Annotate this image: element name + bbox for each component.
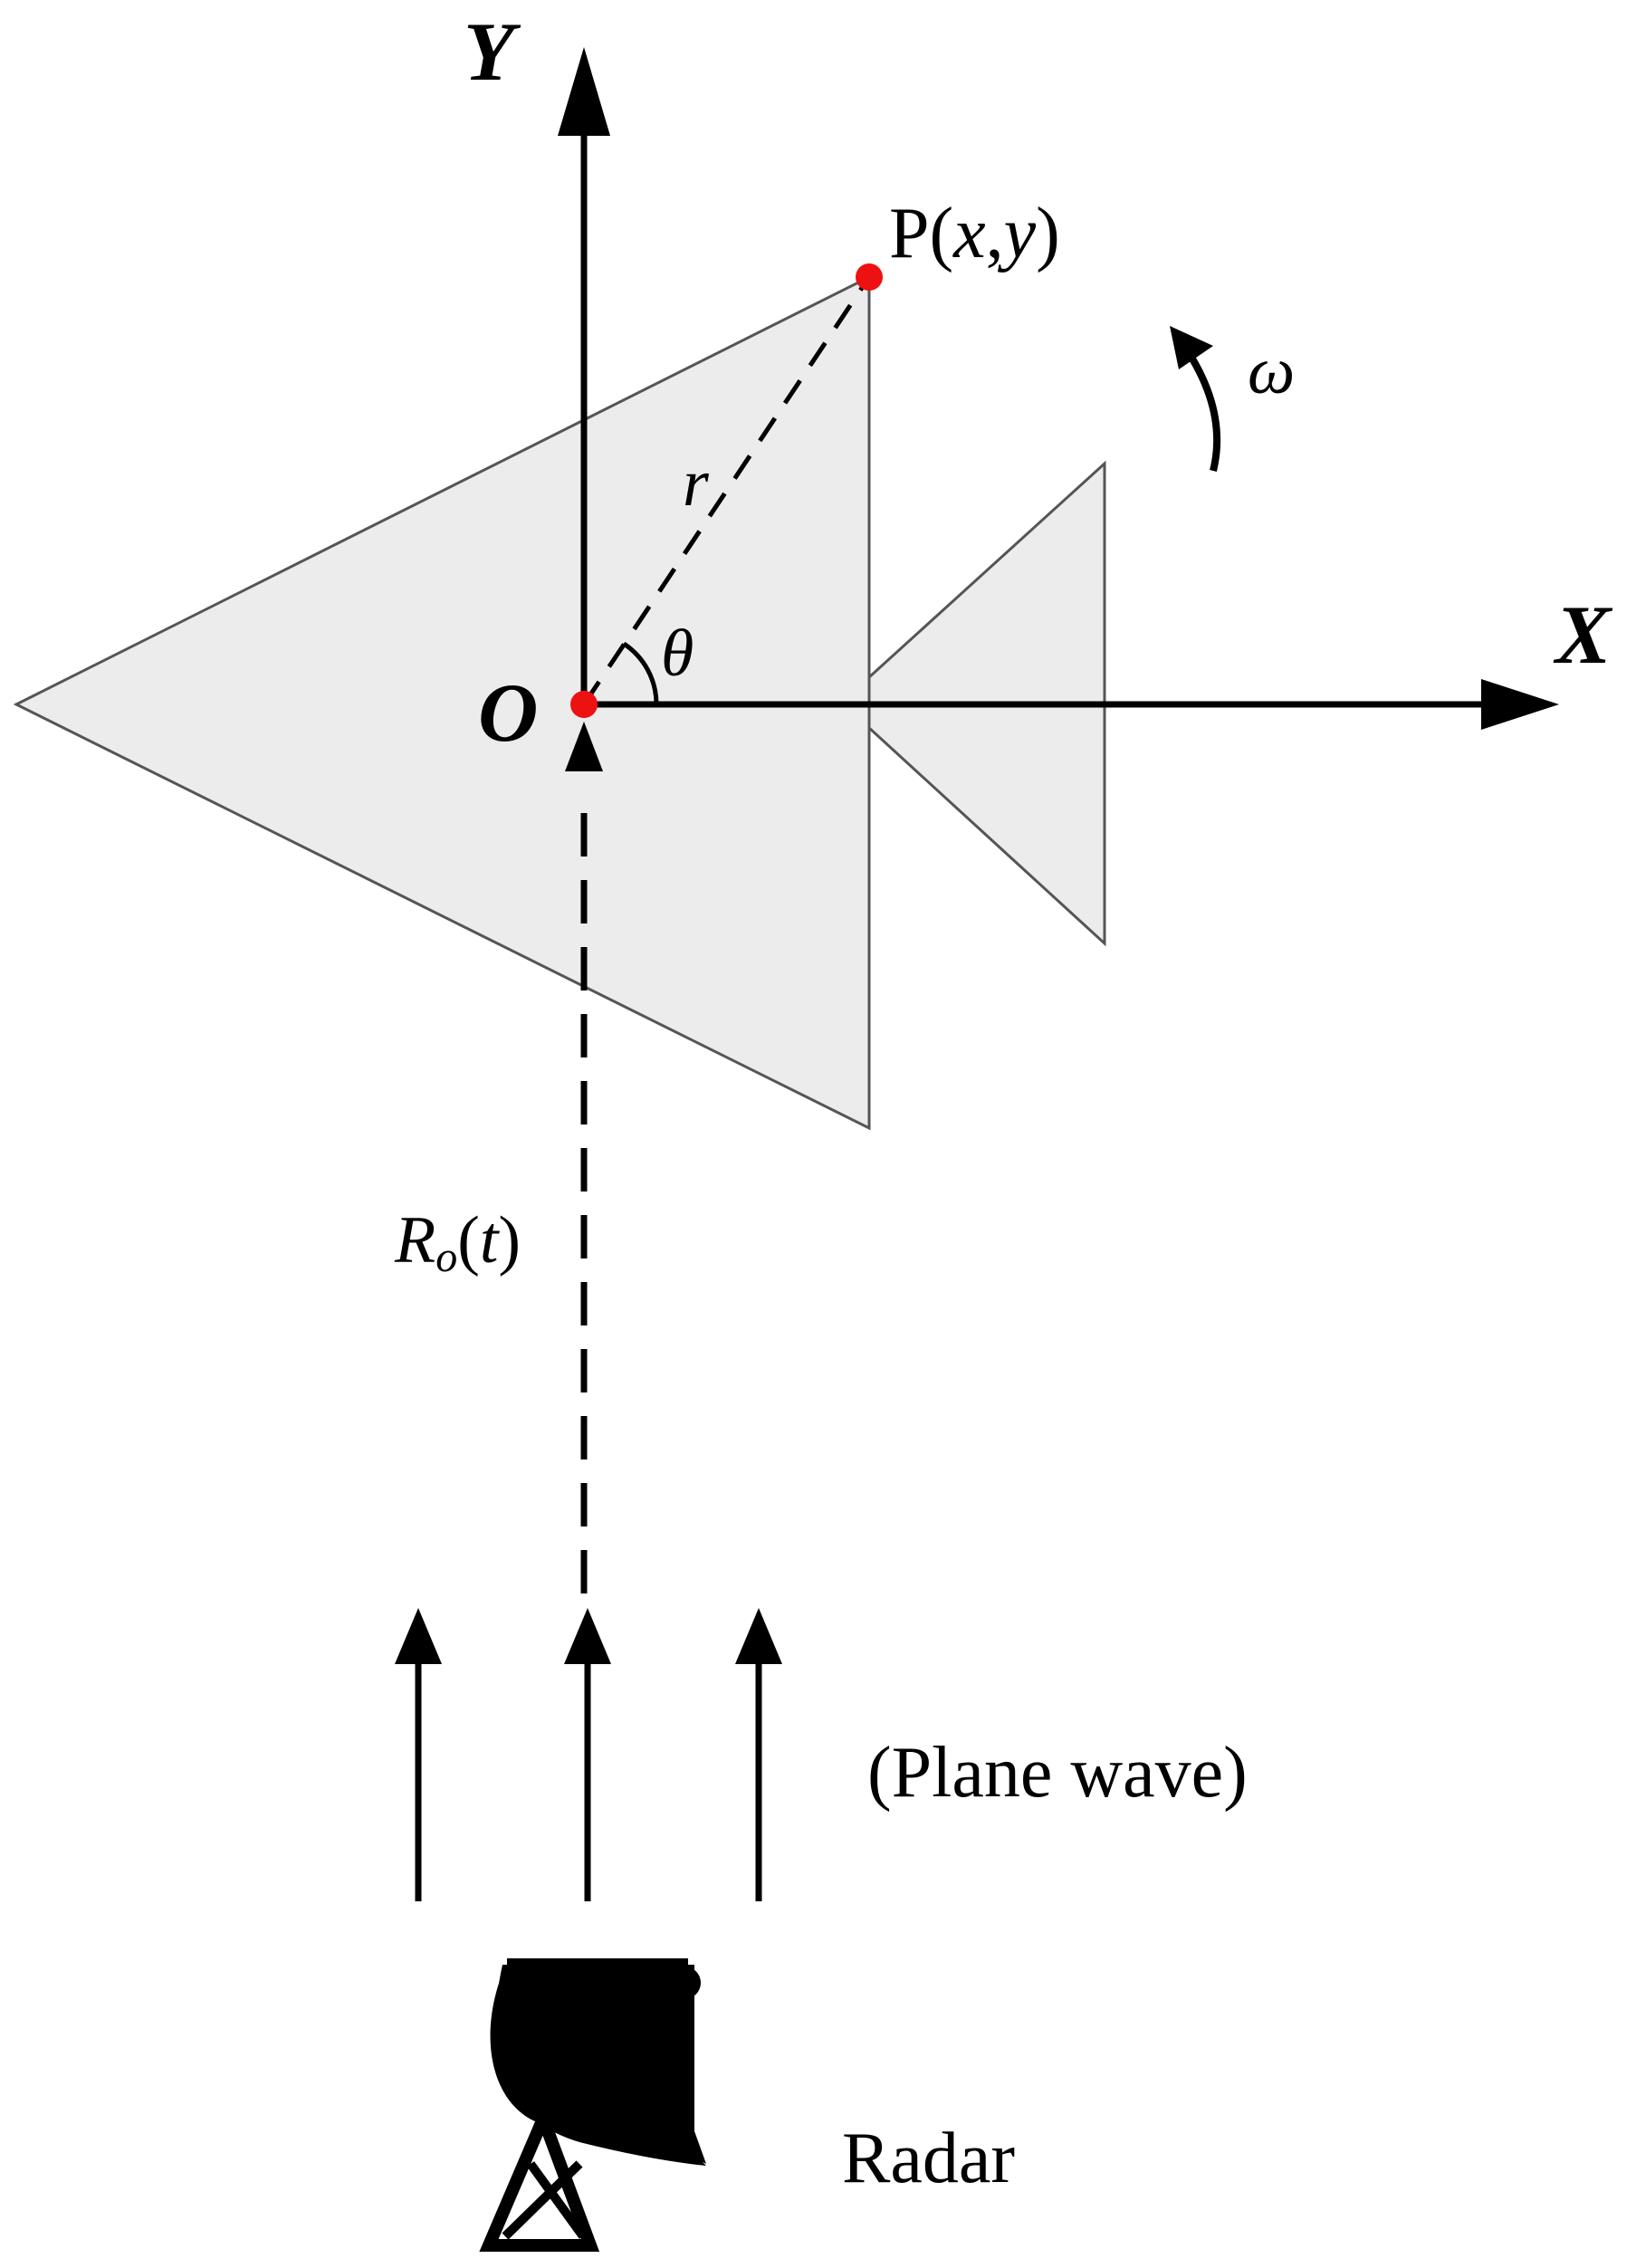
radius-line — [581, 275, 872, 706]
range-arrowhead — [565, 722, 603, 771]
x-axis-label: X — [1553, 589, 1613, 681]
point-p-label: P(x,y) — [889, 194, 1060, 273]
point-p-y: y — [998, 194, 1037, 273]
point-p-marker — [856, 263, 883, 291]
radar-label: Radar — [842, 2119, 1015, 2198]
plane-wave-label: (Plane wave) — [867, 1733, 1248, 1813]
radius-label: r — [683, 446, 710, 521]
range-subscript: o — [435, 1233, 457, 1281]
range-time: t — [480, 1203, 501, 1278]
x-axis — [584, 679, 1559, 730]
origin-label: O — [478, 666, 538, 759]
radar-stand — [479, 2101, 600, 2252]
plane-wave-arrows — [395, 1608, 782, 1901]
point-p-prefix: P( — [889, 194, 953, 273]
x-axis-arrowhead — [1481, 679, 1559, 730]
range-paren-open: ( — [457, 1203, 480, 1278]
radar-dish-icon — [479, 1958, 706, 2252]
origin-marker — [570, 691, 598, 718]
plane-wave-arrowhead — [395, 1608, 442, 1664]
range-paren-close: ) — [498, 1203, 521, 1278]
y-axis-arrowhead — [558, 47, 610, 136]
point-p-suffix: ) — [1036, 194, 1060, 273]
plane-wave-arrowhead — [735, 1608, 782, 1664]
rotation-arrow-icon — [1170, 326, 1221, 472]
range-symbol: R — [394, 1203, 435, 1278]
y-axis-label: Y — [464, 5, 521, 98]
angle-arc — [622, 641, 659, 705]
plane-wave-arrowhead — [564, 1608, 611, 1664]
y-axis — [558, 47, 610, 704]
angle-label: θ — [661, 617, 694, 691]
omega-label: ω — [1248, 334, 1295, 408]
range-label: Ro(t) — [394, 1203, 521, 1281]
point-p-comma: , — [986, 194, 1004, 273]
point-p-x: x — [952, 194, 986, 273]
